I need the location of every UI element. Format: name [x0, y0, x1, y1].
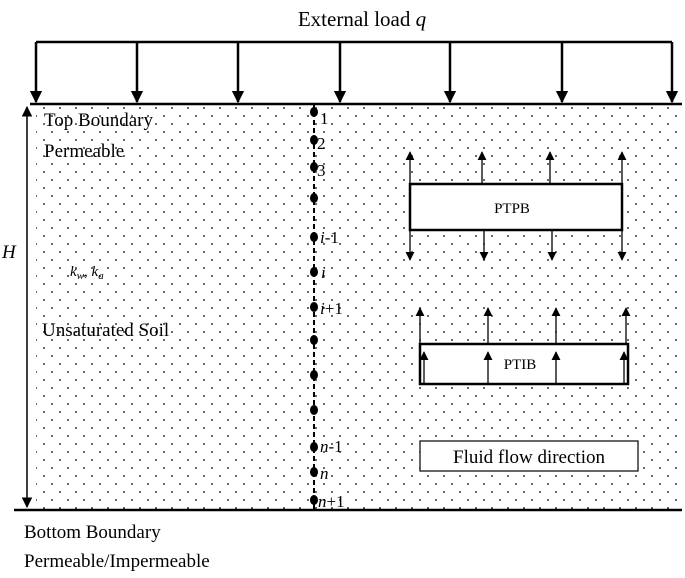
ptpb-label: PTPB — [494, 201, 530, 217]
node-dot — [310, 162, 318, 172]
ptpb-group: PTPB — [405, 151, 627, 261]
node-dot — [310, 232, 318, 242]
load-title: External load q — [298, 7, 427, 31]
node-label-1: 1 — [320, 109, 329, 128]
soil-label: Unsaturated Soil — [42, 320, 169, 341]
height-label: H — [1, 242, 17, 263]
node-dot — [310, 335, 318, 345]
ptpb-box — [408, 182, 624, 232]
bottom-boundary-line1: Bottom Boundary — [24, 522, 161, 543]
node-dot — [310, 107, 318, 117]
node-label-n: n — [320, 464, 329, 483]
node-label-i-plus-1: i+1 — [320, 299, 343, 318]
node-dot — [310, 495, 318, 505]
top-boundary-line1: Top Boundary — [44, 110, 153, 131]
node-label-i: i — [321, 263, 326, 282]
permeability-label: kw, ka — [70, 264, 104, 282]
node-dot — [310, 302, 318, 312]
node-dot — [310, 267, 318, 277]
node-dot — [310, 467, 318, 477]
legend: Fluid flow direction — [419, 440, 639, 472]
node-label-3: 3 — [317, 161, 326, 180]
node-column: 1 2 3 i-1 i i+1 n-1 n n+1 — [310, 104, 345, 511]
node-dot — [310, 370, 318, 380]
node-dot — [310, 193, 318, 203]
external-load: External load q — [29, 7, 679, 104]
node-dot — [310, 135, 318, 145]
ptib-group: PTIB — [415, 307, 631, 386]
node-label-n-minus-1: n-1 — [320, 437, 343, 456]
legend-box — [419, 440, 639, 472]
ptib-box — [418, 342, 630, 386]
legend-label: Fluid flow direction — [453, 447, 605, 468]
node-label-2: 2 — [317, 134, 326, 153]
node-label-n-plus-1: n+1 — [318, 492, 345, 511]
node-dot — [310, 442, 318, 452]
ptib-label: PTIB — [504, 357, 537, 373]
height-dimension: H — [1, 105, 33, 509]
node-dot — [310, 405, 318, 415]
bottom-boundary-line2: Permeable/Impermeable — [24, 551, 210, 572]
top-boundary-line2: Permeable — [44, 141, 124, 162]
node-label-i-minus-1: i-1 — [320, 228, 339, 247]
